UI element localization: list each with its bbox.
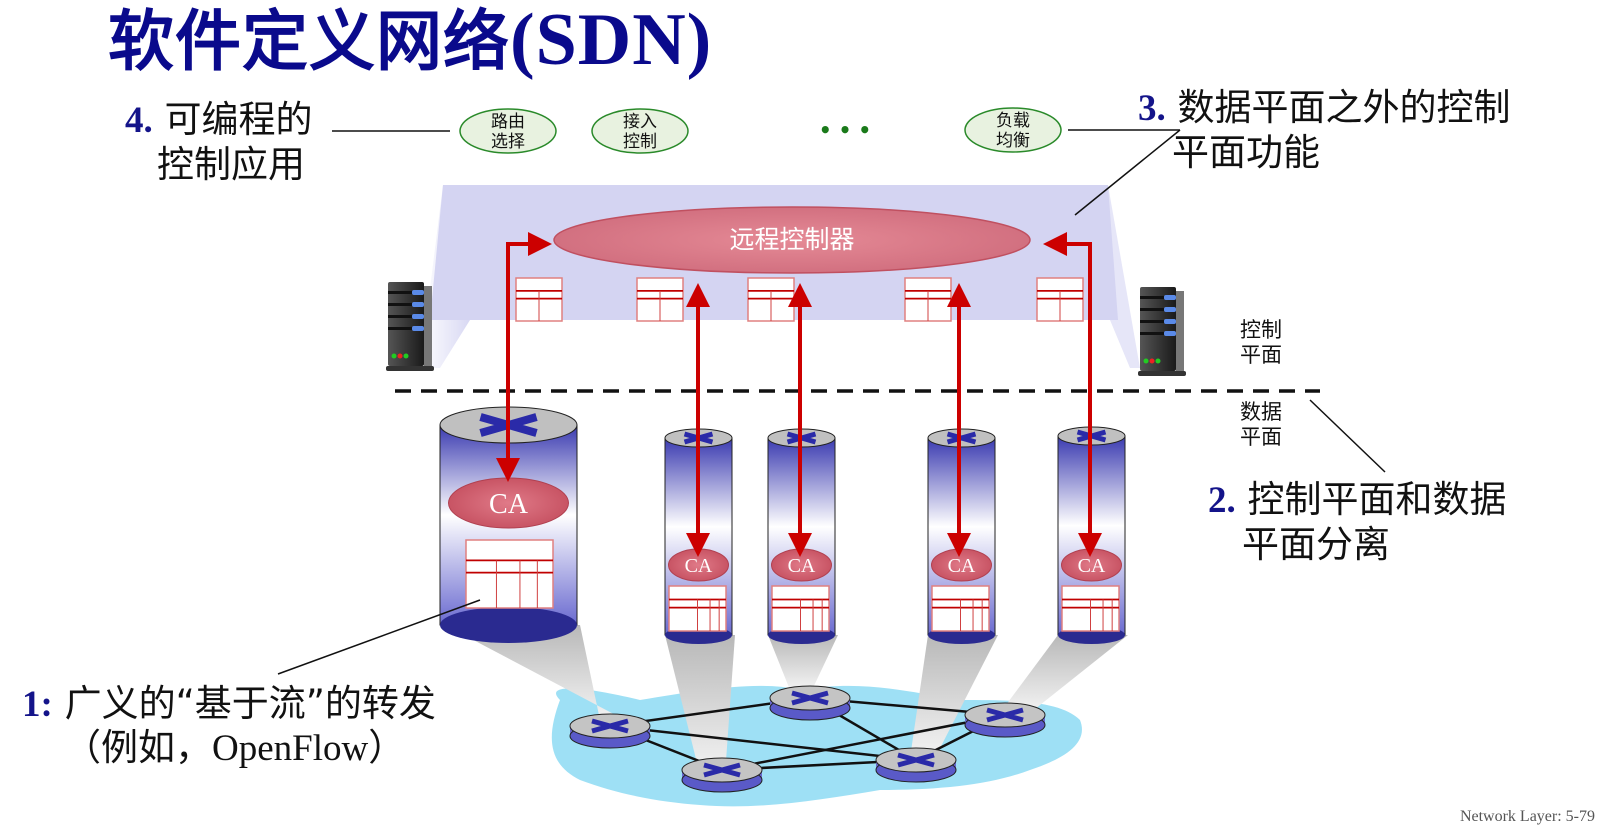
control-agent-label: CA — [788, 555, 816, 577]
controller-flow-table — [904, 277, 952, 322]
title-en: (SDN) — [510, 0, 713, 81]
data-plane-label-line1: 数据 — [1240, 400, 1282, 424]
callout-1: 1: 广义的“基于流”的转发 （例如，OpenFlow） — [22, 682, 436, 771]
control-agent-label: CA — [1078, 555, 1106, 577]
control-plane-right-side — [1108, 185, 1140, 368]
sdn-switch: CA — [767, 428, 836, 644]
network-switch — [769, 685, 851, 721]
switch-x-icon — [703, 762, 741, 778]
callout-3-line2: 平面功能 — [1172, 131, 1320, 174]
controller-label: 远程控制器 — [729, 225, 854, 254]
switch-flow-table — [1061, 585, 1120, 632]
control-plane-label-line1: 控制 — [1240, 318, 1282, 342]
switch-x-icon — [591, 718, 629, 734]
server-icon — [1138, 287, 1186, 376]
apps-ellipsis: • • • — [819, 118, 871, 142]
network-switch — [681, 757, 763, 793]
slide-footer: Network Layer: 5-79 — [1459, 808, 1595, 825]
callout-3: 3. 数据平面之外的控制 平面功能 — [1138, 86, 1511, 175]
beam — [910, 635, 998, 758]
callout-4: 4. 可编程的 控制应用 — [125, 98, 313, 187]
leader-lines — [277, 129, 1386, 675]
switch-flow-table — [771, 585, 830, 632]
control-agent-label: CA — [685, 555, 713, 577]
control-plane-label-line2: 平面 — [1240, 343, 1282, 367]
controller-flow-table — [747, 277, 795, 322]
control-agent-label: CA — [948, 555, 976, 577]
switch-x-icon — [897, 752, 935, 768]
callout-2-line1: 控制平面和数据 — [1247, 478, 1507, 521]
beam — [445, 625, 625, 720]
control-plane-label: 控制 平面 — [1240, 318, 1282, 368]
page-title: 软件定义网络(SDN) — [108, 0, 712, 84]
callout-1-line1: 广义的“基于流”的转发 — [64, 682, 436, 725]
server-icon — [386, 282, 434, 371]
controller-flow-table — [515, 277, 563, 322]
callout-1-num: 1: — [22, 684, 53, 725]
sdn-switch: CA — [927, 428, 996, 644]
application-label-line2: 均衡 — [996, 131, 1030, 151]
callout-2-line2: 平面分离 — [1242, 523, 1390, 566]
application-label-line2: 控制 — [623, 132, 657, 152]
title-cn: 软件定义网络 — [108, 3, 510, 80]
switch-flow-table — [668, 585, 727, 632]
callout-3-num: 3. — [1138, 88, 1166, 129]
network-switch — [875, 747, 957, 783]
callout-2-num: 2. — [1208, 480, 1236, 521]
callout-2: 2. 控制平面和数据 平面分离 — [1208, 478, 1507, 567]
callout-4-line1: 可编程的 — [164, 98, 313, 141]
switch-flow-table — [931, 585, 990, 632]
data-plane-label-line2: 平面 — [1240, 425, 1282, 449]
network-switch — [569, 713, 651, 749]
beam — [768, 635, 838, 690]
switch-x-icon — [791, 690, 829, 706]
control-agent-label: CA — [489, 489, 529, 520]
callout-4-line2: 控制应用 — [157, 143, 305, 186]
application-label-line1: 接入 — [623, 112, 657, 132]
callout-1-line2: （例如，OpenFlow） — [64, 728, 406, 769]
callout-3-line1: 数据平面之外的控制 — [1177, 86, 1511, 129]
beam — [1000, 635, 1128, 713]
switch-flow-table — [465, 539, 554, 609]
switch-x-icon — [946, 431, 977, 445]
callout-4-num: 4. — [125, 100, 153, 141]
beam — [665, 635, 735, 775]
switch-x-icon — [986, 707, 1024, 723]
data-plane-label: 数据 平面 — [1240, 400, 1282, 450]
controller-flow-table — [636, 277, 684, 322]
remote-controller — [553, 206, 1031, 274]
application-label-line1: 路由 — [491, 112, 525, 132]
controller-flow-table — [1036, 277, 1084, 322]
application-label-line1: 负载 — [996, 111, 1030, 131]
application-label-line2: 选择 — [491, 132, 525, 152]
network-switch — [964, 702, 1046, 738]
